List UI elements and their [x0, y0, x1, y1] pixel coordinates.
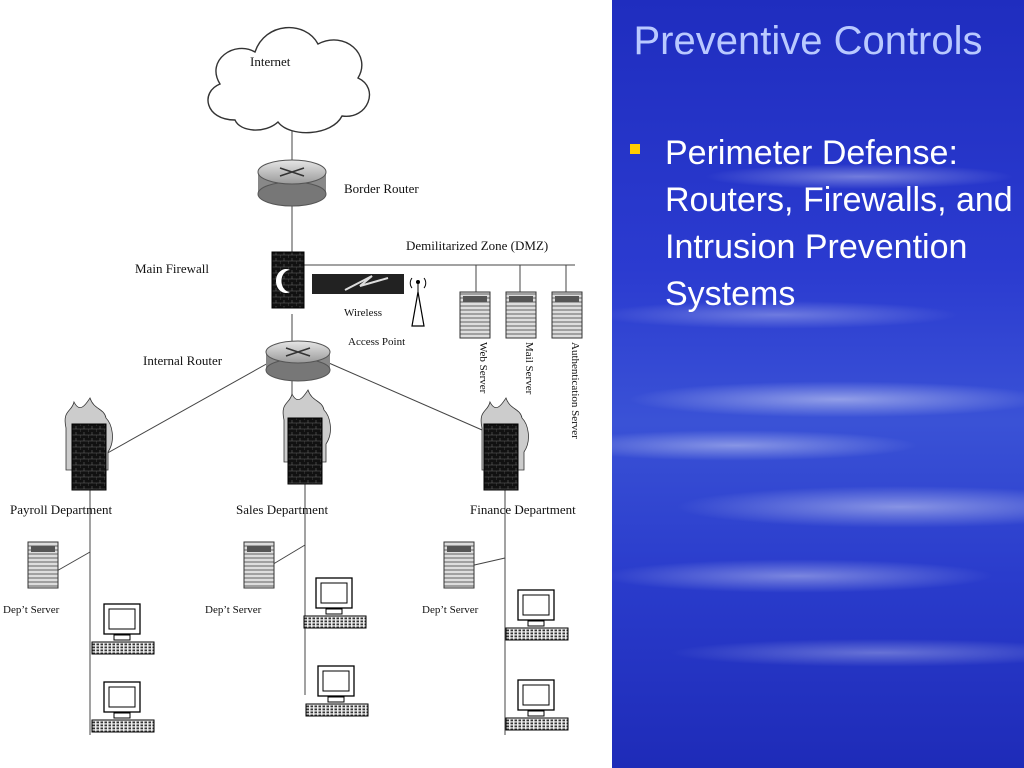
- border-router-icon: [257, 159, 327, 207]
- authentication-server-icon: [551, 291, 583, 339]
- internet-label: Internet: [250, 54, 291, 69]
- payroll-dept-server-icon: [27, 541, 59, 589]
- sales-dept-server-label: Dep’t Server: [205, 604, 262, 616]
- wireless-access-point-icon: [409, 277, 427, 327]
- mail-server-icon: [505, 291, 537, 339]
- connection-lines: [54, 122, 575, 735]
- main-firewall-icon: [271, 251, 305, 309]
- border-router-label: Border Router: [344, 181, 419, 196]
- slide-title: Preventive Controls: [633, 19, 983, 63]
- workstation-icon: [505, 679, 569, 731]
- payroll-department-label: Payroll Department: [10, 502, 113, 517]
- bullet-square-icon: [630, 144, 640, 154]
- workstation-icon: [303, 577, 367, 629]
- finance-dept-server-icon: [443, 541, 475, 589]
- workstation-icon: [91, 603, 155, 655]
- payroll-firewall-icon: [64, 397, 113, 491]
- sales-dept-server-icon: [243, 541, 275, 589]
- slide-content-panel: Preventive Controls Perimeter Defense: R…: [612, 0, 1024, 768]
- main-firewall-label: Main Firewall: [135, 261, 210, 276]
- access-point-label: Access Point: [348, 336, 406, 348]
- internal-router-label: Internal Router: [143, 353, 223, 368]
- workstation-icon: [505, 589, 569, 641]
- workstation-icon: [305, 665, 369, 717]
- internal-router-icon: [265, 340, 331, 382]
- mail-server-label: Mail Server: [523, 342, 535, 395]
- finance-department-label: Finance Department: [470, 502, 576, 517]
- finance-firewall-icon: [480, 397, 529, 491]
- payroll-dept-server-label: Dep’t Server: [3, 604, 60, 616]
- network-diagram-drawing: [27, 27, 583, 735]
- sales-department-label: Sales Department: [236, 502, 329, 517]
- internet-cloud-icon: [207, 27, 371, 134]
- finance-dept-server-label: Dep’t Server: [422, 604, 479, 616]
- workstation-icon: [91, 681, 155, 733]
- authentication-server-label: Authentication Server: [569, 342, 581, 439]
- sales-firewall-icon: [282, 389, 331, 485]
- wireless-label: Wireless: [344, 307, 383, 319]
- web-server-label: Web Server: [477, 342, 489, 394]
- wireless-link-icon: [312, 274, 404, 294]
- web-server-icon: [459, 291, 491, 339]
- dmz-label: Demilitarized Zone (DMZ): [406, 238, 549, 253]
- network-diagram: Internet Border Router Demilitarized Zon…: [3, 27, 583, 735]
- bullet-text: Perimeter Defense: Routers, Firewalls, a…: [665, 134, 1013, 313]
